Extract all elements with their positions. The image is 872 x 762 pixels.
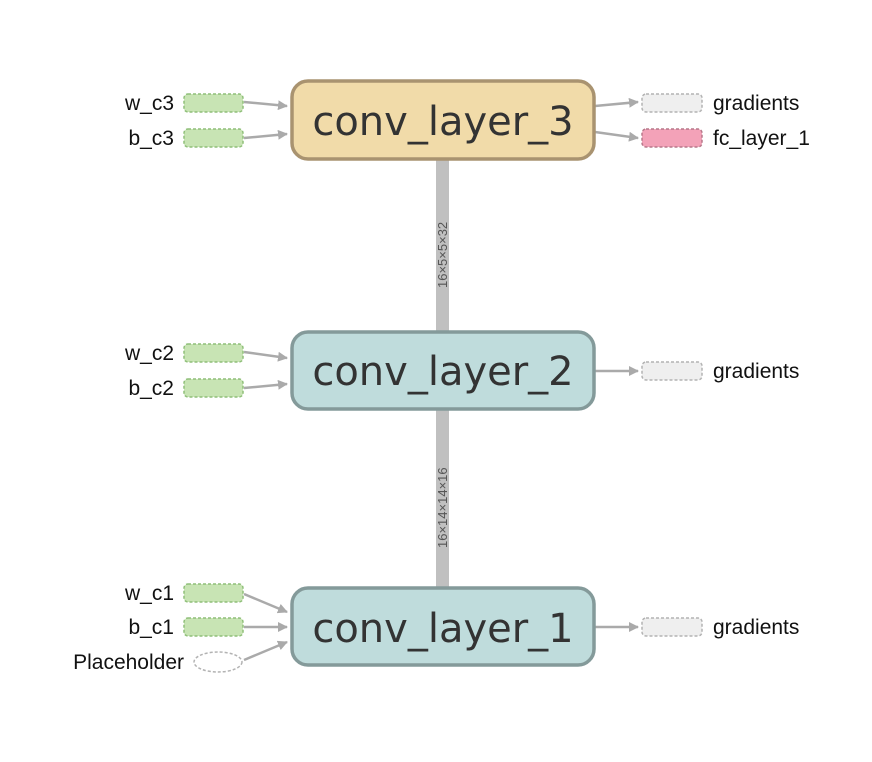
node-conv-layer-3-label: conv_layer_3 <box>312 99 573 145</box>
edge-layer2-to-layer3[interactable] <box>436 160 449 332</box>
input-w-c1-node[interactable] <box>183 583 244 603</box>
input-b-c3-label: b_c3 <box>128 127 174 150</box>
output-gradients-2-label: gradients <box>713 360 799 383</box>
output-fc-layer-1-label: fc_layer_1 <box>713 127 810 150</box>
output-fc-layer-1-node[interactable] <box>641 128 703 148</box>
edge-label-layer2-to-layer3: 16×5×5×32 <box>435 222 450 288</box>
input-placeholder-node[interactable] <box>193 651 243 673</box>
edge-w-c3-in <box>243 100 288 111</box>
edge-w-c1-in <box>243 592 288 614</box>
input-b-c1-node[interactable] <box>183 617 244 637</box>
input-placeholder-label: Placeholder <box>73 651 184 674</box>
output-gradients-3-label: gradients <box>713 92 799 115</box>
output-gradients-1-label: gradients <box>713 616 799 639</box>
node-conv-layer-2-label: conv_layer_2 <box>312 349 573 395</box>
output-gradients-2-node[interactable] <box>641 361 703 381</box>
input-b-c2-node[interactable] <box>183 378 244 398</box>
edge-label-layer1-to-layer2: 16×14×14×16 <box>435 467 450 548</box>
input-w-c1-label: w_c1 <box>124 582 174 605</box>
output-gradients-3-node[interactable] <box>641 93 703 113</box>
edge-layer1-to-layer2[interactable] <box>436 408 449 590</box>
input-w-c3-node[interactable] <box>183 93 244 113</box>
edge-gradients-3-out <box>594 97 639 108</box>
node-conv-layer-1[interactable]: conv_layer_1 <box>290 586 596 667</box>
input-w-c3-label: w_c3 <box>124 92 174 115</box>
input-b-c3-node[interactable] <box>183 128 244 148</box>
edge-b-c2-in <box>243 379 288 390</box>
input-w-c2-node[interactable] <box>183 343 244 363</box>
node-conv-layer-2[interactable]: conv_layer_2 <box>290 330 596 411</box>
node-conv-layer-1-label: conv_layer_1 <box>312 606 573 652</box>
input-b-c1-label: b_c1 <box>128 616 174 639</box>
edge-fc-layer-1-out <box>594 130 639 142</box>
edge-b-c3-in <box>243 129 288 140</box>
node-conv-layer-3[interactable]: conv_layer_3 <box>290 79 596 161</box>
input-w-c2-label: w_c2 <box>124 342 174 365</box>
edge-placeholder-in <box>243 640 288 662</box>
edge-w-c2-in <box>243 350 288 362</box>
output-gradients-1-node[interactable] <box>641 617 703 637</box>
input-b-c2-label: b_c2 <box>128 377 174 400</box>
